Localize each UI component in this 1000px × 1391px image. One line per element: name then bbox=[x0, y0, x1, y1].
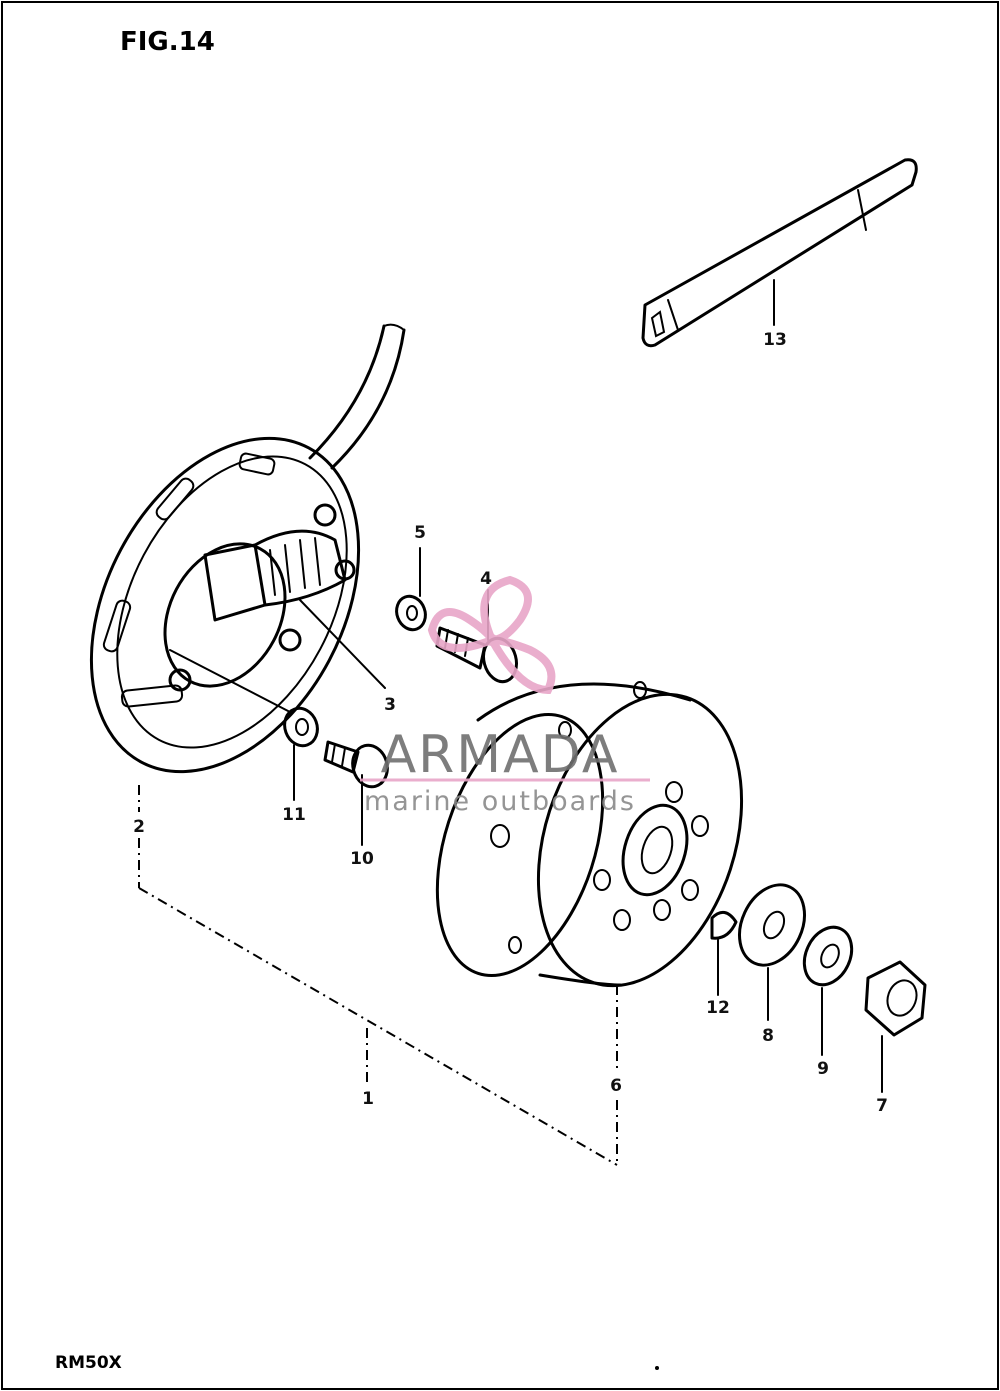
callout-2: 2 bbox=[133, 817, 145, 837]
figure-title: FIG.14 bbox=[120, 27, 215, 57]
callout-6: 6 bbox=[610, 1076, 622, 1096]
callout-5: 5 bbox=[414, 523, 426, 543]
callout-8: 8 bbox=[762, 1026, 774, 1046]
assembly-bracket-line bbox=[138, 887, 618, 1166]
callout-7: 7 bbox=[876, 1096, 888, 1116]
part-7-nut bbox=[864, 960, 927, 1037]
watermark-tagline: marine outboards bbox=[364, 786, 636, 817]
callout-10: 10 bbox=[350, 849, 374, 869]
part-11-washer bbox=[283, 706, 319, 748]
callout-11: 11 bbox=[282, 805, 306, 825]
leader-lines bbox=[138, 279, 883, 1166]
part-2-stator-plate bbox=[89, 323, 406, 774]
callout-4: 4 bbox=[480, 569, 492, 589]
callout-9: 9 bbox=[817, 1059, 829, 1079]
model-code: RM50X bbox=[55, 1353, 122, 1373]
callout-3: 3 bbox=[384, 695, 396, 715]
propeller-icon bbox=[427, 575, 556, 695]
part-8-washer bbox=[738, 883, 806, 967]
part-6-flywheel-rotor bbox=[435, 681, 744, 988]
leader-11-ext bbox=[169, 649, 291, 713]
part-13-strap bbox=[641, 158, 918, 348]
stray-mark bbox=[655, 1366, 659, 1370]
part-5-washer bbox=[395, 594, 427, 632]
callout-1: 1 bbox=[362, 1089, 374, 1109]
part-12-key bbox=[710, 910, 738, 940]
watermark-brand: ARMADA bbox=[381, 725, 620, 785]
watermark: ARMADA marine outboards bbox=[360, 575, 650, 817]
leader-3 bbox=[299, 599, 386, 689]
part-10-screw bbox=[323, 740, 389, 789]
callout-13: 13 bbox=[763, 330, 787, 350]
callout-12: 12 bbox=[706, 998, 730, 1018]
part-9-lock-washer bbox=[802, 925, 854, 987]
